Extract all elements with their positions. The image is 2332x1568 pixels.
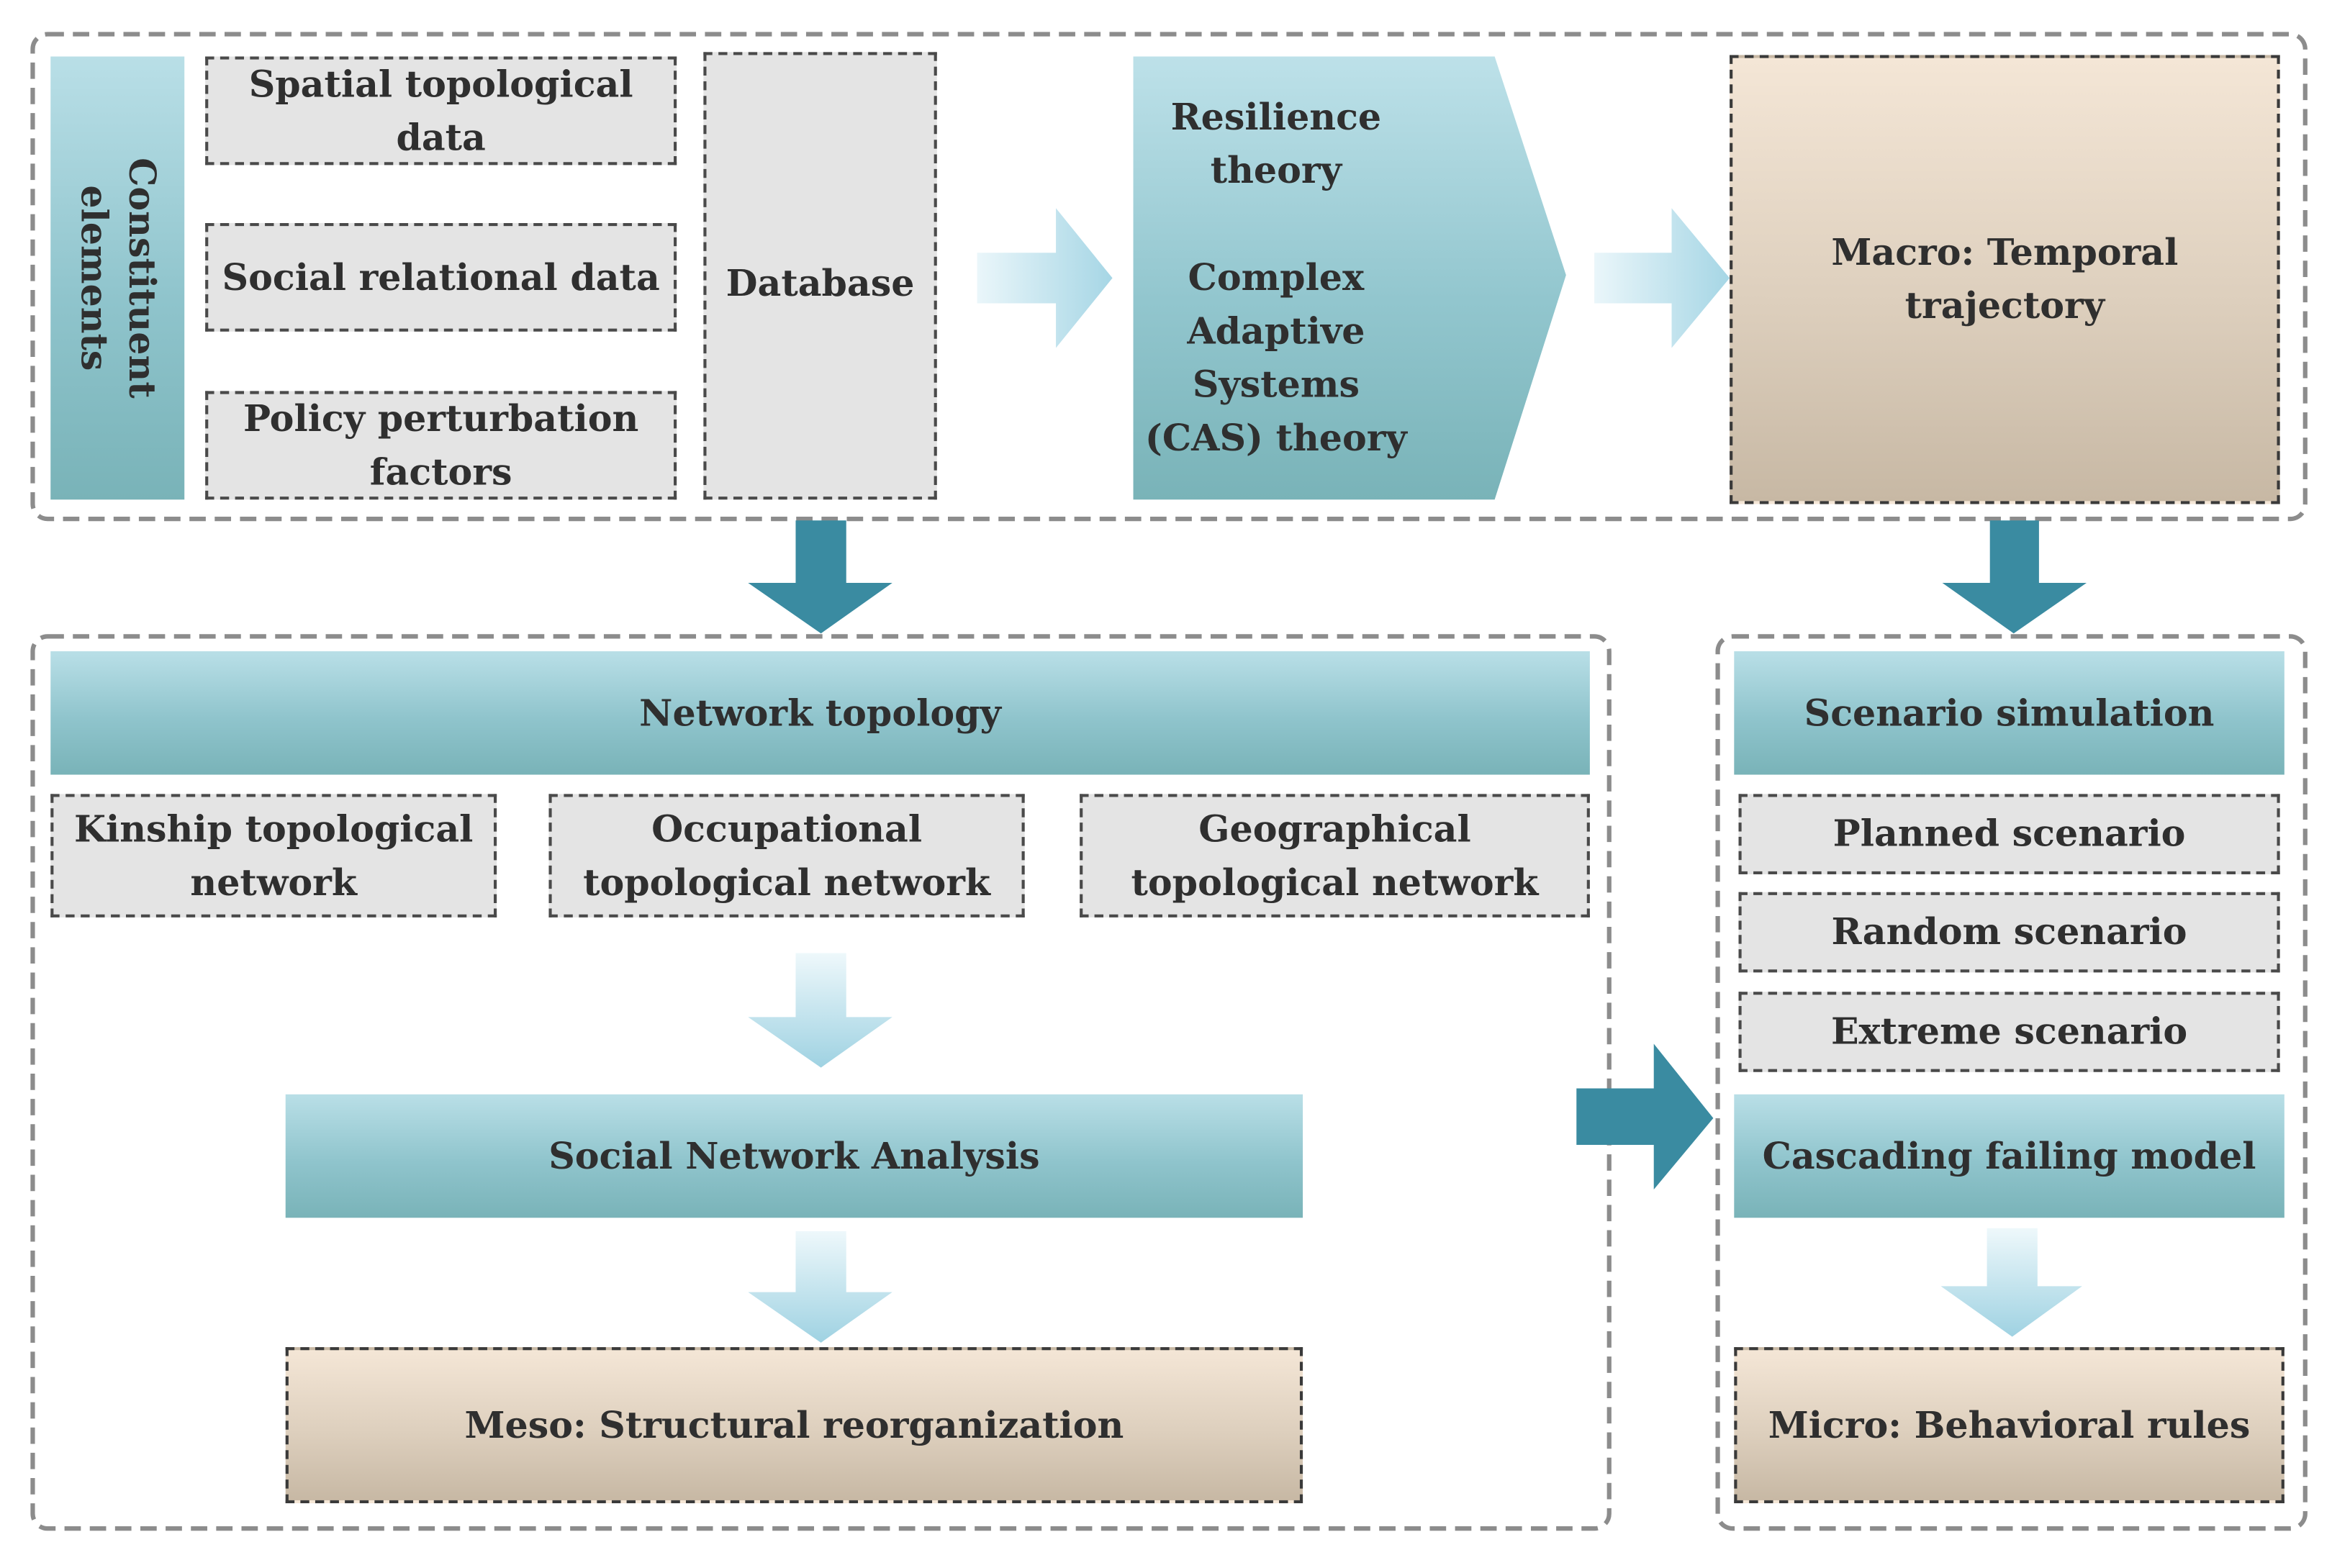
micro-panel — [1715, 634, 2308, 1531]
arrow-down-dark-1 — [748, 520, 892, 634]
network-topology-header: Network topology — [50, 651, 1590, 775]
resilience-theory-label: Resilience theory — [1170, 95, 1382, 192]
arrow-right-light-1 — [977, 208, 1113, 348]
database-label: Database — [726, 261, 915, 305]
arrow-down-dark-2 — [1942, 520, 2087, 634]
macro-label: Macro: Temporal trajectory — [1831, 230, 2179, 327]
scenario-simulation-header: Scenario simulation — [1734, 651, 2284, 775]
arrow-down-light-2 — [748, 1231, 892, 1343]
arrow-down-light-3 — [1940, 1228, 2082, 1337]
theory-pentagon — [1133, 56, 1566, 500]
input-policy-perturbation-factors: Policy perturbation factors — [205, 391, 677, 500]
input-social-relational-data: Social relational data — [205, 222, 677, 332]
extreme-scenario-box: Extreme scenario — [1738, 992, 2280, 1072]
social-network-analysis-box: Social Network Analysis — [285, 1094, 1303, 1218]
arrow-right-dark — [1576, 1043, 1714, 1190]
input-spatial-topological-data: Spatial topological data — [205, 56, 677, 166]
occupational-network-box: Occupational topological network — [548, 794, 1025, 917]
macro-temporal-trajectory-box: Macro: Temporal trajectory — [1730, 55, 2280, 504]
arrow-right-light-2 — [1594, 208, 1730, 348]
random-scenario-box: Random scenario — [1738, 892, 2280, 973]
micro-behavioral-rules-box: Micro: Behavioral rules — [1734, 1347, 2284, 1504]
planned-scenario-box: Planned scenario — [1738, 794, 2280, 874]
meso-structural-reorganization-box: Meso: Structural reorganization — [285, 1347, 1303, 1504]
database-box: Database — [703, 52, 937, 500]
arrow-down-light-1 — [748, 953, 892, 1068]
cas-theory-label: Complex Adaptive Systems (CAS) theory — [1144, 255, 1407, 460]
top-panel — [30, 32, 2308, 522]
theory-text: Resilience theory Complex Adaptive Syste… — [1134, 57, 1419, 500]
geographical-network-box: Geographical topological network — [1080, 794, 1590, 917]
cascading-failing-model-box: Cascading failing model — [1734, 1094, 2284, 1218]
constituent-elements-bar: Constituent elements — [50, 56, 185, 500]
meso-panel — [30, 634, 1612, 1531]
kinship-network-box: Kinship topological network — [50, 794, 497, 917]
constituent-elements-label: Constituent elements — [73, 158, 164, 399]
